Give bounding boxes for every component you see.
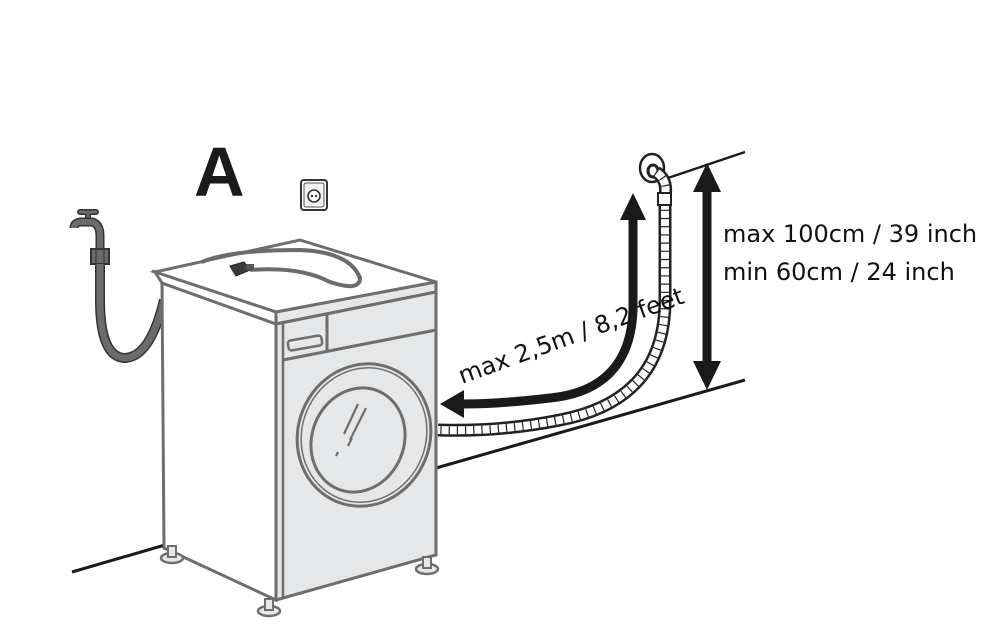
drain-hose (437, 166, 673, 437)
washing-machine (149, 238, 440, 618)
section-letter: A (194, 133, 245, 211)
height-min-label: min 60cm / 24 inch (723, 258, 955, 286)
floor-line-left (71, 543, 166, 574)
height-range-arrow (693, 163, 721, 390)
machine-side (160, 280, 278, 603)
height-max-label: max 100cm / 39 inch (723, 220, 977, 248)
machine-foot (256, 598, 282, 618)
power-socket-icon (300, 179, 328, 211)
wall-top-line (661, 150, 746, 182)
machine-door-glass (309, 386, 407, 494)
hose-length-arrow (440, 193, 646, 418)
floor-line-right (435, 378, 746, 470)
detergent-drawer-handle (286, 334, 324, 352)
machine-foot (414, 556, 440, 576)
power-cord-plug-icon (229, 261, 254, 277)
hose-length-label: max 2,5m / 8,2 feet (454, 282, 687, 390)
water-tap-icon (69, 209, 110, 265)
machine-foot (159, 545, 185, 565)
power-cord (201, 247, 363, 289)
